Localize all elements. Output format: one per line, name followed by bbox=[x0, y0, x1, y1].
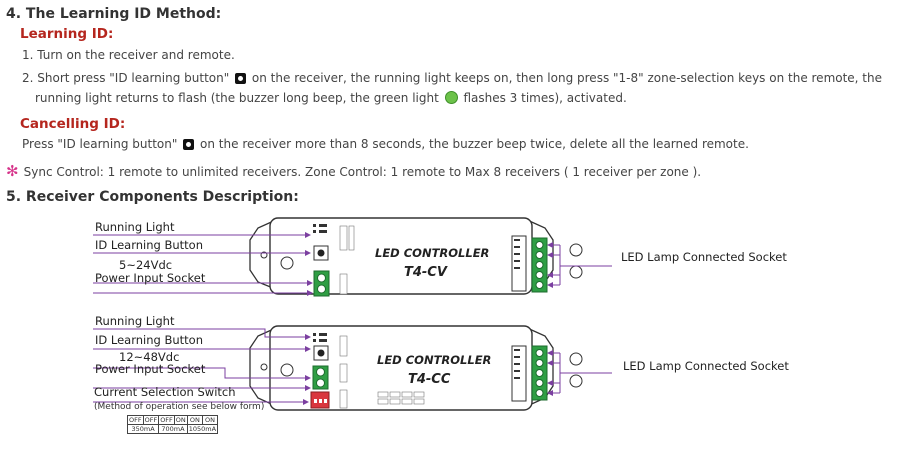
cc-running-light-label: Running Light bbox=[95, 314, 175, 328]
green-light-icon bbox=[444, 91, 458, 104]
cc-power-label: Power Input Socket bbox=[95, 362, 206, 376]
t4-cc-model: T4-CC bbox=[408, 372, 451, 387]
t4-cc-brand: LED CONTROLLER bbox=[377, 353, 492, 367]
table-cell: 1050mA bbox=[186, 424, 219, 434]
cv-power-label: Power Input Socket bbox=[95, 271, 206, 285]
cancelling-text-b: on the receiver more than 8 seconds, the… bbox=[200, 137, 749, 151]
learning-step-2-text-b: on the receiver, the running light keeps… bbox=[251, 71, 883, 85]
table-cell: 700mA bbox=[158, 424, 188, 434]
cv-lamp-label: LED Lamp Connected Socket bbox=[621, 250, 787, 264]
cc-switch-label: Current Selection Switch bbox=[94, 385, 236, 399]
current-selection-table: OFF OFF OFF ON ON ON 350mA 700mA 1050mA bbox=[126, 415, 219, 434]
cv-running-light-label: Running Light bbox=[95, 220, 175, 234]
table-cell: OFF bbox=[142, 415, 160, 425]
cancelling-id-heading: Cancelling ID: bbox=[20, 116, 126, 132]
t4-cv-device bbox=[249, 217, 583, 297]
table-cell: OFF bbox=[127, 415, 144, 425]
id-button-icon bbox=[235, 73, 247, 84]
table-cell: 350mA bbox=[126, 424, 160, 434]
table-cell: ON bbox=[186, 415, 203, 425]
id-button-icon bbox=[183, 139, 195, 150]
cc-lamp-label: LED Lamp Connected Socket bbox=[623, 359, 789, 373]
sync-note-text: Sync Control: 1 remote to unlimited rece… bbox=[23, 165, 702, 179]
learning-step-1: 1. Turn on the receiver and remote. bbox=[22, 48, 235, 62]
cv-id-button-label: ID Learning Button bbox=[95, 238, 204, 252]
table-cell: OFF bbox=[158, 415, 175, 425]
cc-id-button-label: ID Learning Button bbox=[95, 333, 204, 347]
cc-voltage-label: 12~48Vdc bbox=[119, 350, 180, 364]
section-5-title: 5. Receiver Components Description: bbox=[6, 189, 299, 205]
learning-step-2-line-1: 2. Short press "ID learning button" on t… bbox=[22, 71, 882, 85]
t4-cc-device bbox=[249, 325, 583, 411]
table-cell: ON bbox=[201, 415, 219, 425]
asterisk-icon: ✻ bbox=[6, 162, 19, 180]
learning-step-2-line-2: running light returns to flash (the buzz… bbox=[35, 91, 627, 105]
cv-voltage-label: 5~24Vdc bbox=[119, 258, 173, 272]
learning-id-heading: Learning ID: bbox=[20, 26, 114, 42]
cc-switch-note: (Method of operation see below form) bbox=[94, 402, 265, 412]
table-row: OFF OFF OFF ON ON ON bbox=[127, 415, 219, 425]
cancelling-text-a: Press "ID learning button" bbox=[22, 137, 178, 151]
section-4-title: 4. The Learning ID Method: bbox=[6, 6, 222, 22]
learning-step-2-text-c: running light returns to flash (the buzz… bbox=[35, 91, 439, 105]
table-row: 350mA 700mA 1050mA bbox=[126, 424, 219, 434]
cancelling-text: Press "ID learning button" on the receiv… bbox=[22, 137, 749, 151]
table-cell: ON bbox=[173, 415, 188, 425]
learning-step-2-text-d: flashes 3 times), activated. bbox=[463, 91, 627, 105]
learning-step-2-text-a: 2. Short press "ID learning button" bbox=[22, 71, 230, 85]
t4-cv-brand: LED CONTROLLER bbox=[375, 246, 490, 260]
sync-note: ✻ Sync Control: 1 remote to unlimited re… bbox=[6, 161, 701, 180]
t4-cv-model: T4-CV bbox=[404, 265, 447, 280]
